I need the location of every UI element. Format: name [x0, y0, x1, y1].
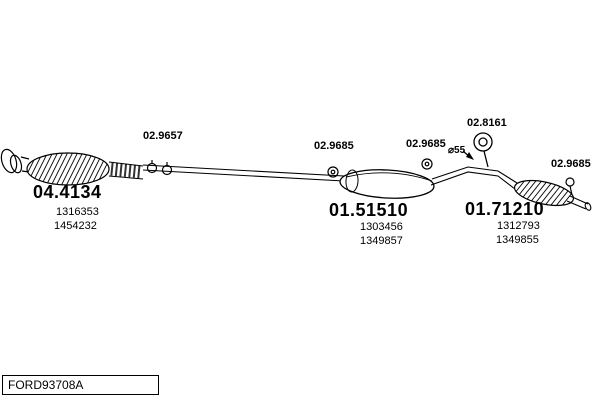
centre-silencer-icon — [339, 169, 435, 199]
ref-label-rear-2: 1349855 — [496, 234, 539, 246]
ref-label-centre-2: 1349857 — [360, 235, 403, 247]
ref-label-catalytic-1: 1316353 — [56, 206, 99, 218]
diameter-label: ⌀55 — [448, 145, 466, 156]
part-label-centre-silencer: 01.51510 — [329, 200, 409, 220]
part-label-rear-silencer: 01.71210 — [465, 199, 545, 219]
tail-pipe — [566, 195, 592, 211]
hanger-icon-rear — [565, 177, 575, 196]
front-pipe — [142, 164, 345, 182]
front-flange-icon — [0, 148, 30, 174]
ref-label-centre-1: 1303456 — [360, 221, 403, 233]
diameter-arrow-icon — [462, 150, 474, 160]
rear-pipe — [430, 166, 518, 190]
ring-hanger-icon — [473, 132, 493, 168]
hanger-icon-mid2 — [421, 158, 433, 170]
catalog-code-box: FORD93708A — [2, 375, 159, 395]
part-label-hanger-rear: 02.9685 — [551, 158, 591, 170]
flex-pipe-icon — [108, 161, 144, 180]
part-label-hanger-mid2: 02.9685 — [406, 138, 446, 150]
part-label-catalytic: 04.4134 — [33, 182, 102, 202]
part-label-clamp-front: 02.9657 — [143, 130, 183, 142]
hanger-icon-mid — [327, 166, 339, 178]
part-label-hanger-mid: 02.9685 — [314, 140, 354, 152]
part-label-ring-hanger: 02.8161 — [467, 117, 507, 129]
ref-label-catalytic-2: 1454232 — [54, 220, 97, 232]
clamp-icon — [146, 160, 173, 176]
ref-label-rear-1: 1312793 — [497, 220, 540, 232]
